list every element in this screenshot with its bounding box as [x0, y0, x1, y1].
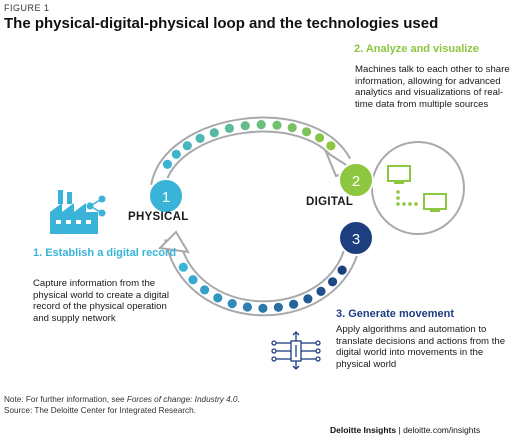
arc-dot: [227, 299, 237, 309]
node-3: 3: [338, 220, 374, 256]
arc-dot: [273, 302, 283, 312]
node-2-number: 2: [352, 173, 360, 190]
arc-dot: [287, 123, 297, 133]
arc-dot: [316, 286, 326, 296]
step-3-description: Apply algorithms and automation to trans…: [336, 324, 506, 370]
arc-dot: [289, 299, 299, 309]
arc-dot: [315, 133, 325, 143]
bottom-arrowhead: [157, 230, 190, 254]
note-title: Forces of change: Industry 4.0: [126, 395, 238, 404]
digital-label: DIGITAL: [306, 196, 354, 208]
node-3-number: 3: [352, 231, 360, 248]
bottom-arc-dots: [178, 262, 347, 313]
arc-dot: [302, 127, 312, 137]
footnote: Note: For further information, see Force…: [4, 395, 240, 416]
arc-dot: [213, 293, 223, 303]
node-1: 1: [148, 178, 184, 214]
arc-dot: [303, 294, 313, 304]
step-3-heading: 3. Generate movement: [336, 308, 454, 320]
arc-dot: [337, 265, 347, 275]
arc-dot: [242, 302, 252, 312]
step-2-description: Machines talk to each other to share inf…: [355, 64, 510, 110]
note-suffix: .: [237, 395, 240, 404]
footer-brand: Deloitte Insights: [330, 425, 397, 435]
arc-dot: [209, 128, 219, 138]
footer-separator: |: [396, 425, 404, 435]
step-1-heading: 1. Establish a digital record: [33, 247, 177, 259]
arc-dot: [178, 262, 188, 272]
arc-dot: [258, 303, 268, 313]
arc-dot: [328, 277, 338, 287]
arc-dot: [188, 275, 198, 285]
arc-dot: [256, 120, 266, 130]
note-prefix: Note: For further information, see: [4, 395, 127, 404]
arc-dot: [162, 159, 172, 169]
node-1-number: 1: [162, 189, 170, 206]
bottom-arc-arrow: [157, 230, 360, 317]
arc-dot: [326, 141, 336, 151]
factory-share-icon: [50, 190, 106, 234]
arc-dot: [171, 149, 181, 159]
digital-world-circle: [371, 141, 465, 235]
arc-dot: [224, 123, 234, 133]
figure-label: FIGURE 1: [4, 3, 50, 13]
arc-dot: [182, 141, 192, 151]
footer-url[interactable]: deloitte.com/insights: [403, 425, 481, 435]
top-arc-arrow: [150, 116, 357, 189]
step-1-description: Capture information from the physical wo…: [33, 278, 169, 324]
circuit-chip-icon: [271, 331, 321, 370]
arc-dot: [272, 120, 282, 130]
arc-dot: [195, 133, 205, 143]
arc-dot: [240, 121, 250, 131]
step-2-heading: 2. Analyze and visualize: [354, 43, 479, 55]
node-2: 2: [338, 162, 374, 198]
footer-credit: Deloitte Insights | deloitte.com/insight…: [330, 425, 480, 435]
figure-title: The physical-digital-physical loop and t…: [4, 15, 439, 32]
top-arc-dots: [162, 120, 336, 169]
arc-dot: [200, 285, 210, 295]
source-line: Source: The Deloitte Center for Integrat…: [4, 405, 196, 415]
computer-network-icon: [387, 165, 447, 212]
physical-label: PHYSICAL: [128, 211, 189, 223]
